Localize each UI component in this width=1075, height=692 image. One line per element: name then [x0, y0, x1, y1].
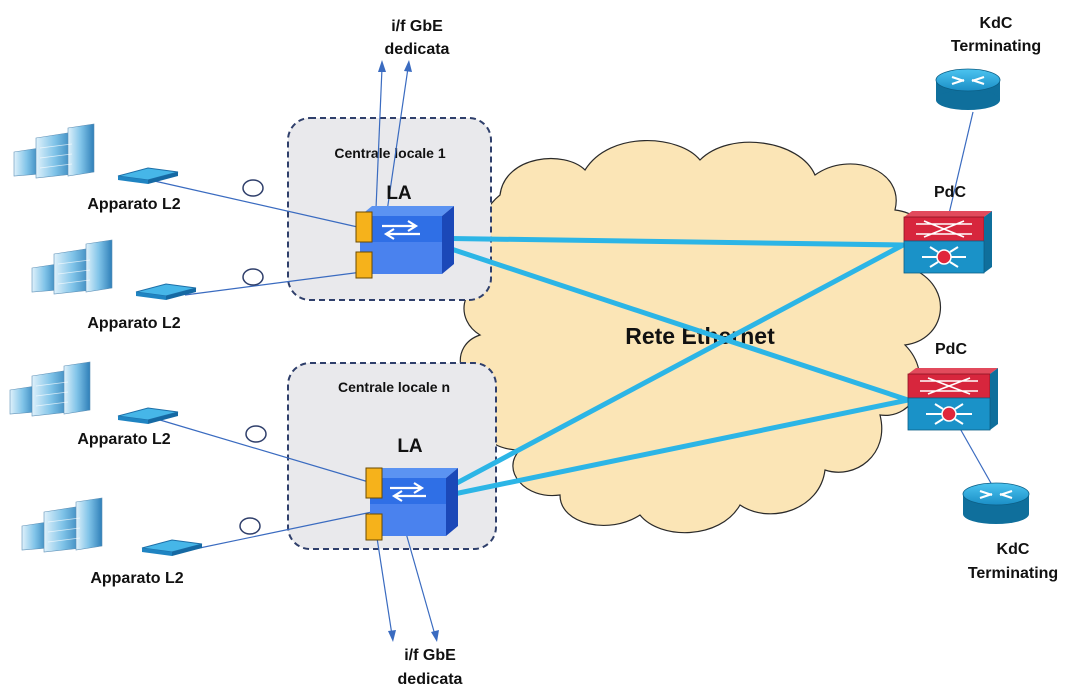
l2-device-3-label: Apparato L2	[77, 431, 170, 448]
pdc-1-label: PdC	[934, 184, 966, 201]
trunk-links	[415, 235, 911, 503]
l2-device-4-icon	[21, 497, 203, 557]
access-link-2	[184, 271, 363, 296]
gbe-bottom-line2: dedicata	[398, 671, 463, 688]
access-link-4	[189, 511, 373, 551]
access-link-3	[159, 419, 373, 484]
kdc-2-line2: Terminating	[968, 565, 1058, 582]
link-ring-3	[245, 425, 267, 443]
access-links	[149, 179, 373, 551]
l2-device-3-icon	[9, 361, 179, 425]
la-switch-1-icon	[355, 206, 454, 279]
la-switch-n-icon	[365, 467, 458, 541]
central-office-1-title: Centrale locale 1	[334, 145, 445, 161]
kdc-router-1-icon	[935, 68, 1001, 110]
kdc-1-line2: Terminating	[951, 38, 1041, 55]
link-ring-1	[242, 179, 264, 197]
l2-device-2-icon	[31, 239, 197, 301]
trunk-link-la1-pdc2	[415, 235, 911, 403]
la-label-1: LA	[386, 183, 412, 204]
l2-device-1-label: Apparato L2	[87, 196, 180, 213]
central-office-n-title: Centrale locale n	[338, 379, 450, 395]
pdc-2-label: PdC	[935, 341, 967, 358]
access-link-1	[149, 179, 363, 229]
la-label-n: LA	[397, 436, 423, 457]
kdc-1-line1: KdC	[980, 15, 1013, 32]
trunk-link-la1-pdc1	[415, 235, 906, 248]
kdc-link-1	[947, 111, 974, 219]
link-ring-4	[239, 517, 261, 535]
link-ring-2	[242, 268, 264, 286]
gbe-arrows-top	[374, 60, 412, 233]
l2-device-1-icon	[13, 123, 179, 185]
gbe-top-line2: dedicata	[385, 41, 450, 58]
kdc-router-2-icon	[962, 482, 1030, 524]
gbe-top-line1: i/f GbE	[391, 18, 443, 35]
kdc-link-2	[957, 424, 997, 493]
trunk-link-lan-pdc2	[422, 397, 911, 503]
l2-device-4-label: Apparato L2	[90, 570, 183, 587]
l2-device-2-label: Apparato L2	[87, 315, 180, 332]
pdc-1-icon	[903, 211, 992, 274]
trunk-link-lan-pdc1	[422, 242, 906, 503]
pdc-2-icon	[907, 368, 998, 431]
kdc-2-line1: KdC	[997, 541, 1030, 558]
gbe-bottom-line1: i/f GbE	[404, 647, 456, 664]
